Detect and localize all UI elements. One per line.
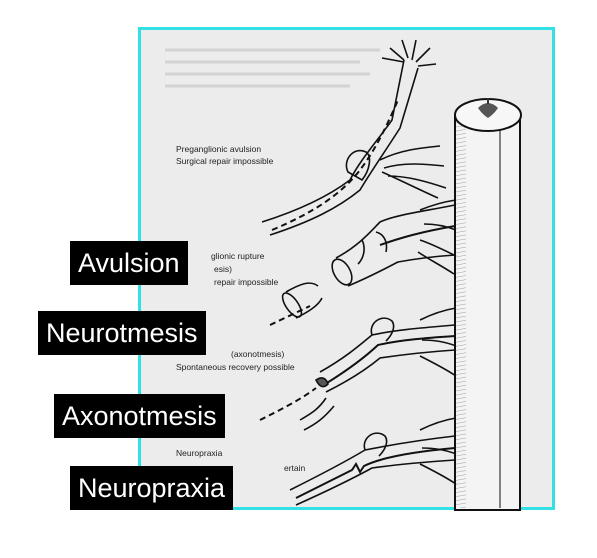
label-neurotmesis: Neurotmesis (38, 311, 206, 355)
background-scan-lines (165, 48, 380, 88)
caption-preganglionic-title: Preganglionic avulsion (176, 144, 262, 154)
avulsed-nerve (261, 39, 447, 236)
caption-rupture-title: glionic rupture (211, 251, 265, 261)
caption-preganglionic-sub: Surgical repair impossible (176, 156, 274, 166)
label-axonotmesis: Axonotmesis (54, 394, 225, 438)
caption-rupture-sub: repair impossible (214, 277, 279, 287)
caption-axonotmesis-sub: Spontaneous recovery possible (176, 362, 295, 372)
label-avulsion: Avulsion (70, 241, 188, 285)
spinal-cord (454, 98, 522, 511)
caption-rupture-mid: esis) (214, 264, 232, 274)
caption-axonotmesis-title: (axonotmesis) (231, 349, 285, 359)
caption-neuropraxia-title: Neuropraxia (176, 448, 223, 458)
label-neuropraxia: Neuropraxia (70, 466, 234, 510)
neuropraxia-nerve (289, 417, 457, 506)
ruptured-nerve (269, 199, 457, 326)
axonotmesis-nerve (259, 307, 457, 431)
caption-neuropraxia-sub: ertain (284, 463, 306, 473)
